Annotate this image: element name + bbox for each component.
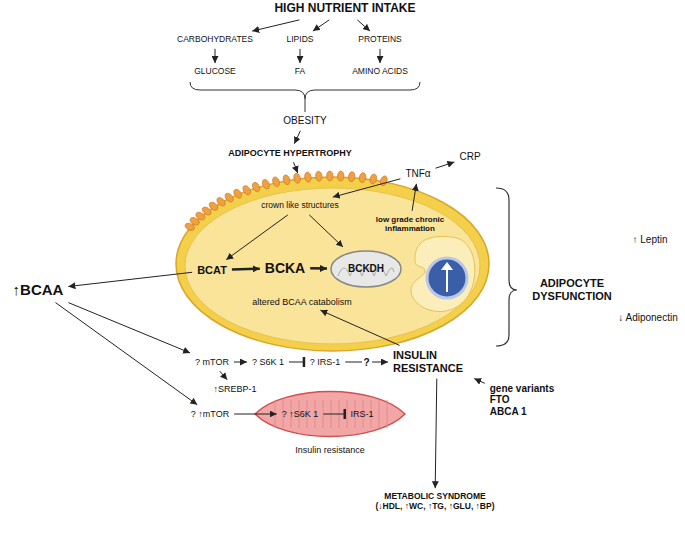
text-node: BCKA xyxy=(263,259,307,277)
arrow-connector xyxy=(215,49,216,63)
text-node: gene variantsFTOABCA 1 xyxy=(488,382,556,419)
node-text: PROTEINS xyxy=(358,35,401,45)
node-text: ADIPOCYTE HYPERTROPHY xyxy=(228,148,352,158)
inhibition-connector xyxy=(323,414,345,415)
text-node: ? IRS-1 xyxy=(308,356,343,368)
text-node: CARBOHYDRATES xyxy=(175,34,255,46)
node-text: BCKDH xyxy=(348,263,384,275)
text-node: ↑SREBP-1 xyxy=(211,383,258,395)
node-text: BCAT xyxy=(197,264,227,277)
text-node: low grade chronic inflammation xyxy=(367,214,453,234)
text-node: ? S6K 1 xyxy=(250,356,286,368)
text-node: crown like structures xyxy=(259,200,340,212)
text-node: IRS-1 xyxy=(348,408,375,420)
node-text: low grade chronic inflammation xyxy=(369,215,451,233)
text-node: PROTEINS xyxy=(356,34,403,46)
dysfunction-bracket xyxy=(496,188,517,346)
node-text: ? IRS-1 xyxy=(310,357,341,367)
text-node: ? ↑mTOR xyxy=(189,408,231,420)
node-text: gene variants xyxy=(490,383,554,395)
arrow-connector xyxy=(300,49,301,63)
node-text: AMINO ACIDS xyxy=(352,67,408,77)
merge-brace xyxy=(190,82,420,99)
arrow-connector xyxy=(234,362,247,363)
node-text: FTO xyxy=(490,394,554,406)
adipocyte-cell: altered BCAA catabolism crown like struct… xyxy=(175,176,490,352)
arrow-connector xyxy=(435,379,437,489)
text-node: ADIPOCYTE HYPERTROPHY xyxy=(226,147,354,159)
node-text: GLUCOSE xyxy=(194,67,236,77)
node-text: IRS-1 xyxy=(350,409,373,419)
node-text: INSULIN RESISTANCE xyxy=(393,349,481,374)
arrow-connector xyxy=(68,272,192,286)
text-node: TNFα xyxy=(403,167,432,181)
arrow-connector xyxy=(56,303,198,405)
node-text: (↓HDL, ↑WC, ↑TG, ↑GLU, ↑BP) xyxy=(376,502,495,512)
arrow-connector xyxy=(252,20,299,31)
node-text: ? ↑S6K 1 xyxy=(282,409,319,419)
node-text: ? mTOR xyxy=(195,357,229,367)
node-text: crown like structures xyxy=(261,201,338,211)
node-text: ? ↑mTOR xyxy=(191,409,229,419)
text-node: BCAT xyxy=(195,263,229,278)
node-text: FA xyxy=(295,67,305,77)
muscle-fiber: Insulin resistance ? ↑S6K 1 IRS-1 xyxy=(255,392,405,458)
node-text: ADIPOCYTE DYSFUNCTION xyxy=(520,277,624,302)
node-text: CRP xyxy=(459,151,480,163)
arrow-connector xyxy=(313,20,329,31)
node-text: ↑BCAA xyxy=(13,281,64,298)
node-text: ABCA 1 xyxy=(490,406,554,418)
arrow-connector xyxy=(294,131,300,144)
brace-stem xyxy=(305,99,306,112)
text-node: ? ↑S6K 1 xyxy=(280,408,321,420)
arrow-connector xyxy=(294,162,298,173)
node-text: altered BCAA catabolism xyxy=(252,297,352,307)
arrow-connector xyxy=(380,49,381,63)
text-node: INSULIN RESISTANCE xyxy=(391,348,483,375)
arrow-connector xyxy=(357,20,370,31)
arrow-connector xyxy=(310,267,327,270)
node-text: ? S6K 1 xyxy=(252,357,284,367)
text-node: CRP xyxy=(457,150,482,164)
arrow-connector xyxy=(474,379,485,384)
node-text: Insulin resistance xyxy=(295,445,365,455)
node-text: CARBOHYDRATES xyxy=(177,35,253,45)
text-node: ADIPOCYTE DYSFUNCTION xyxy=(518,276,626,303)
marker-label: ↑ Leptin xyxy=(632,234,667,246)
text-node: AMINO ACIDS xyxy=(350,66,410,78)
mitochondrion: BCKDH xyxy=(330,250,402,288)
text-node: OBESITY xyxy=(281,114,328,128)
marker-label: ↓ Adiponectin xyxy=(618,312,678,324)
inhibition-connector xyxy=(289,362,305,363)
edge-label: ? xyxy=(362,357,372,368)
arrow-connector xyxy=(220,371,227,380)
node-text: HIGH NUTRIENT INTAKE xyxy=(274,2,415,16)
node-text: OBESITY xyxy=(283,115,326,127)
arrow-connector xyxy=(436,162,455,168)
arrow-connector xyxy=(234,414,277,415)
text-node: LIPIDS xyxy=(285,34,316,46)
text-node: METABOLIC SYNDROME(↓HDL, ↑WC, ↑TG, ↑GLU,… xyxy=(374,491,497,513)
node-text: BCKA xyxy=(265,260,305,276)
text-node: ? mTOR xyxy=(193,356,231,368)
node-text: ↑SREBP-1 xyxy=(213,384,256,394)
text-node: GLUCOSE xyxy=(192,66,238,78)
node-text: TNFα xyxy=(405,168,430,180)
arrow-connector xyxy=(68,303,190,353)
text-node: FA xyxy=(293,66,307,78)
node-text: METABOLIC SYNDROME xyxy=(376,492,495,502)
text-node: HIGH NUTRIENT INTAKE xyxy=(272,1,417,17)
text-node: ↑BCAA xyxy=(11,280,66,299)
node-text: LIPIDS xyxy=(287,35,314,45)
